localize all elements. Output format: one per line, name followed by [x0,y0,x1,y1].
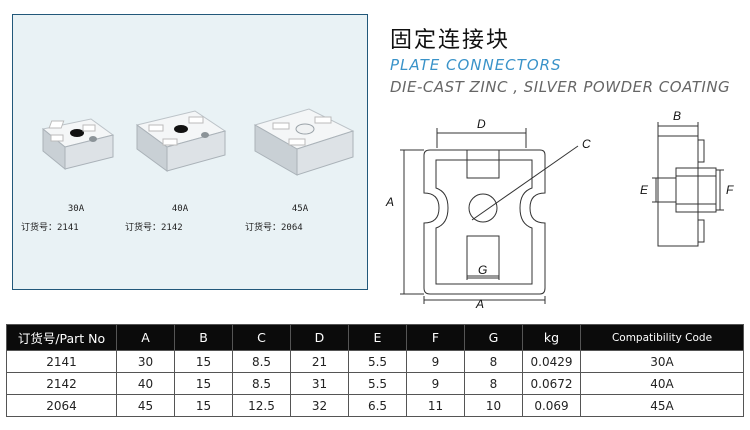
product-photo-panel: 30A 订货号：2141 40A 订货号：2142 45A 订货号：2 [12,14,368,290]
table-row: 2142 40 15 8.5 31 5.5 9 8 0.0672 40A [6,372,744,395]
product-order-number: 订货号：2142 [125,223,183,233]
dimension-label-d: D [477,117,486,131]
page-title-english: PLATE CONNECTORS [390,56,562,74]
cell-c: 8.5 [232,350,291,373]
header-f: F [406,324,465,351]
header-kg: kg [522,324,581,351]
table-header-row: 订货号/Part No A B C D E F G kg Compatibili… [6,324,744,351]
cell-e: 5.5 [348,372,407,395]
table-row: 2064 45 15 12.5 32 6.5 11 10 0.069 45A [6,394,744,417]
side-view [652,122,724,247]
header-e: E [348,324,407,351]
cell-kg: 0.069 [522,394,581,417]
product-45a: 45A 订货号：2064 [245,101,355,251]
cell-compatibility-code: 40A [580,372,744,395]
cell-d: 31 [290,372,349,395]
product-40a: 40A 订货号：2142 [125,101,235,251]
material-subtitle: DIE-CAST ZINC , SILVER POWDER COATING [390,78,731,96]
dimension-label-e: E [640,183,649,197]
cell-e: 5.5 [348,350,407,373]
cell-d: 21 [290,350,349,373]
dimension-label-g: G [478,263,487,277]
cell-g: 8 [464,372,523,395]
cell-compatibility-code: 45A [580,394,744,417]
specifications-table: 订货号/Part No A B C D E F G kg Compatibili… [6,324,744,417]
header-d: D [290,324,349,351]
cell-f: 9 [406,372,465,395]
header-compatibility-code: Compatibility Code [580,324,744,351]
technical-drawing: D C A G A B E F [385,109,734,308]
header-b: B [174,324,233,351]
product-order-number: 订货号：2064 [245,223,303,233]
cell-c: 12.5 [232,394,291,417]
dimension-label-b: B [673,109,681,123]
cell-a: 40 [116,372,175,395]
front-view [400,128,579,304]
cell-g: 10 [464,394,523,417]
plate-connector-40a-image [135,110,227,172]
product-size-label: 40A [171,204,189,214]
product-30a: 30A 订货号：2141 [21,101,131,251]
dimension-label-a-side: A [385,195,394,209]
header-g: G [464,324,523,351]
header-c: C [232,324,291,351]
page-title-chinese: 固定连接块 [390,28,511,53]
product-order-number: 订货号：2141 [21,223,79,233]
product-size-label: 45A [291,204,309,214]
cell-part-no: 2142 [6,372,117,395]
plate-connector-30a-image [41,118,115,171]
cell-d: 32 [290,394,349,417]
cell-kg: 0.0429 [522,350,581,373]
cell-e: 6.5 [348,394,407,417]
cell-compatibility-code: 30A [580,350,744,373]
cell-b: 15 [174,350,233,373]
cell-a: 45 [116,394,175,417]
cell-kg: 0.0672 [522,372,581,395]
cell-f: 9 [406,350,465,373]
cell-f: 11 [406,394,465,417]
dimension-label-a-bottom: A [475,297,484,308]
cell-b: 15 [174,394,233,417]
cell-c: 8.5 [232,372,291,395]
cell-a: 30 [116,350,175,373]
dimension-label-c: C [582,137,591,151]
product-size-label: 30A [67,204,85,214]
plate-connector-45a-image [253,108,355,176]
header-a: A [116,324,175,351]
cell-part-no: 2141 [6,350,117,373]
dimension-label-f: F [726,183,734,197]
cell-b: 15 [174,372,233,395]
cell-part-no: 2064 [6,394,117,417]
header-part-no: 订货号/Part No [6,324,117,351]
table-row: 2141 30 15 8.5 21 5.5 9 8 0.0429 30A [6,350,744,373]
cell-g: 8 [464,350,523,373]
